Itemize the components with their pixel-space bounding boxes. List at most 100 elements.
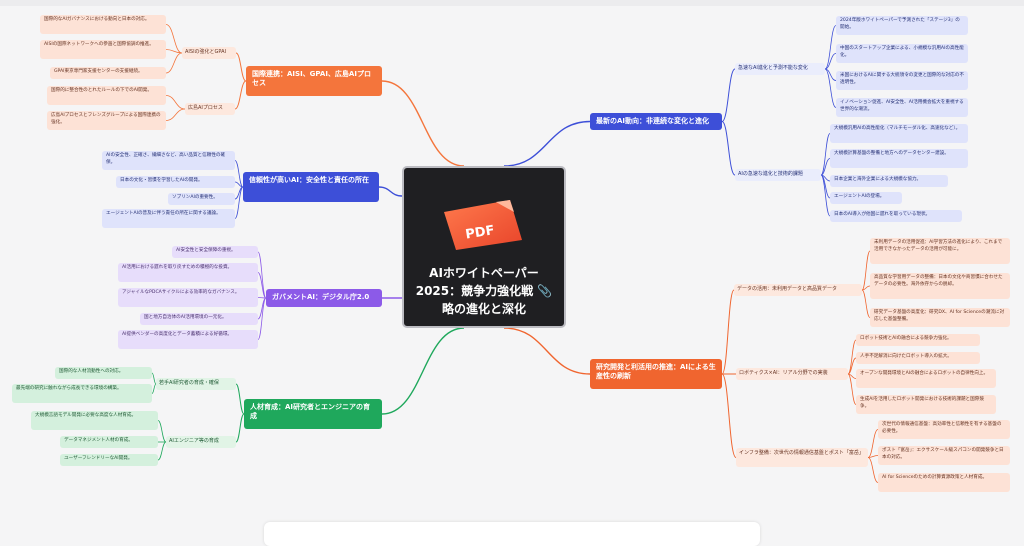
trend-tech-item-5[interactable]: 日本のAI導入が他国に遅れを取っている現状。 (830, 210, 962, 222)
branch-trend-node[interactable]: 最新のAI動向：非連続な変化と進化 (590, 113, 722, 130)
connector-gov-item-1 (257, 251, 267, 299)
connector-trend-tech (721, 121, 736, 176)
trust-item-1[interactable]: AIの安全性、正確さ、繊細さなど、高い品質と信頼性の確保。 (102, 151, 235, 170)
connector-intl-aisi-item-2 (165, 49, 183, 54)
paperclip-icon[interactable]: 📎 (537, 284, 553, 298)
branch-trust-node[interactable]: 信頼性が高いAI：安全性と責任の所在 (243, 172, 379, 202)
connector-rnd-robotics-item-1 (847, 339, 857, 375)
connector-trend-change-item-4 (824, 68, 837, 108)
hr-young-item-1[interactable]: 国際的な人材流動性への対応。 (55, 367, 152, 379)
rnd-data-item-1[interactable]: 未利用データの活用促進：AI学習方法の進化により、これまで活用できなかったデータ… (870, 238, 1010, 264)
central-topic-node[interactable]: PDF AIホワイトペーパー 2025：競争力強化戦 📎 略の進化と深化 (402, 166, 566, 328)
hr-group-engineers[interactable]: AIエンジニア等の育成 (166, 436, 236, 448)
trend-tech-item-3[interactable]: 日本企業と海外企業による大規模な協力。 (830, 175, 948, 187)
trust-item-2[interactable]: 日本の文化・習慣を学習したAIの開発。 (116, 176, 235, 188)
gov-item-4[interactable]: 国と地方自治体のAI活用環境の一元化。 (140, 313, 258, 325)
trend-change-item-1[interactable]: 2024年版ホワイトペーパーで予測された「ステージ3」の開始。 (836, 16, 968, 35)
trend-change-item-3[interactable]: 米国におけるAIに関する大統領令の変更と国際的な対応の不透明性。 (836, 71, 968, 90)
trend-group-rapid-change[interactable]: 急速なAI進化と予測不能な変化 (735, 63, 825, 75)
rnd-group-data[interactable]: データの活用：未利用データと高品質データ (734, 284, 862, 296)
connector-gov-item-2 (257, 272, 267, 299)
connector-branch-intl-node (381, 80, 465, 167)
connector-rnd-infra (721, 373, 737, 458)
connector-intl-hiroshima-item-2 (165, 108, 186, 121)
connector-trend-tech-item-5 (820, 174, 831, 217)
intl-aisi-item-3[interactable]: GPAI東京専門家支援センターの支援継続。 (50, 67, 166, 79)
pdf-icon-label: PDF (464, 223, 495, 242)
trend-tech-item-2[interactable]: 大規模計算基盤の整備と地方へのデータセンター建設。 (830, 149, 968, 168)
intl-aisi-item-1[interactable]: 国際的なAIガバナンスにおける動向と日本の対応。 (40, 15, 166, 34)
branch-intl-node[interactable]: 国際連携：AISI、GPAI、広島AIプロセス (246, 66, 382, 96)
connector-trust-item-4 (234, 186, 244, 219)
branch-rnd-node[interactable]: 研究開発と利活用の推進：AIによる生産性の刷新 (590, 359, 722, 389)
connector-intl-hiroshima (234, 80, 247, 110)
connector-trust-item-1 (234, 160, 244, 188)
rnd-group-infra[interactable]: インフラ整備：次世代の情報通信基盤とポスト「富岳」 (736, 448, 868, 467)
hr-group-young-researchers[interactable]: 若手AI研究者の育成・確保 (156, 378, 236, 390)
hr-eng-item-2[interactable]: データマネジメント人材の育成。 (60, 436, 158, 448)
top-toolbar-strip (0, 0, 1024, 6)
rnd-robotics-item-3[interactable]: オープンな開発環境とAIの融合によるロボットの自律性向上。 (856, 369, 996, 388)
trend-group-tech-issues[interactable]: AIの急速な進化と技術的課題 (735, 169, 821, 181)
branch-gov-node[interactable]: ガバメントAI：デジタル庁2.0 (266, 289, 382, 307)
connector-trend-change-item-2 (824, 53, 837, 70)
gov-item-3[interactable]: アジャイルなPDCAサイクルによる効率的なガバナンス。 (118, 288, 258, 307)
connector-branch-trust-node (378, 186, 403, 197)
connector-rnd-robotics-item-3 (847, 373, 857, 379)
connector-intl-aisi-item-3 (165, 52, 183, 74)
rnd-robotics-item-2[interactable]: 人手不足解消に向けたロボット導入の拡大。 (856, 352, 980, 364)
trend-change-item-4[interactable]: イノベーション促進、AI安全性、AI活用機会拡大を重視する世界的な潮流。 (836, 98, 968, 117)
connector-rnd-data-item-1 (861, 250, 871, 291)
gov-item-1[interactable]: AI安全性と安全保障の重視。 (172, 246, 258, 258)
rnd-data-item-2[interactable]: 高品質な学習用データの整備：日本の文化や商習慣に合わせたデータの必要性。海外依存… (870, 273, 1010, 299)
connector-hr-eng-item-1 (157, 420, 167, 443)
rnd-infra-item-3[interactable]: AI for Scienceのための計算資源政策と人材育成。 (878, 473, 1010, 492)
connector-rnd-data-item-2 (861, 285, 871, 291)
intl-group-hiroshima[interactable]: 広島AIプロセス (185, 103, 235, 115)
central-topic-title: AIホワイトペーパー 2025：競争力強化戦 📎 略の進化と深化 (410, 264, 558, 318)
hr-eng-item-1[interactable]: 大規模言語モデル開発に必要な高度な人材育成。 (31, 411, 158, 430)
connector-hr-eng (235, 413, 245, 443)
intl-hiroshima-item-2[interactable]: 広島AIプロセスとフレンズグループによる国際連携の強化。 (47, 111, 166, 130)
trend-tech-item-4[interactable]: エージェントAIの登場。 (830, 192, 902, 204)
connector-branch-rnd-node (503, 327, 591, 375)
trend-change-item-2[interactable]: 中国のスタートアップ企業による、小規模な汎用AIの高性能化。 (836, 44, 968, 63)
connector-branch-trend-node (503, 120, 591, 167)
rnd-data-item-3[interactable]: 研究データ基盤の高度化：研究DX、AI for Scienceの潮流に対応した基… (870, 308, 1010, 327)
gov-item-5[interactable]: AI提供ベンダーの高度化とデータ蓄積による好循環。 (118, 330, 258, 349)
trend-tech-item-1[interactable]: 大規模汎用AIの高性能化（マルチモーダル化、高速化など）。 (830, 124, 968, 143)
branch-hr-node[interactable]: 人材育成：AI研究者とエンジニアの育成 (244, 399, 382, 429)
connector-hr-young-item-2 (151, 383, 157, 394)
central-title-line-2: 2025：競争力強化戦 📎 (415, 284, 553, 298)
central-title-line-1: AIホワイトペーパー (429, 266, 539, 280)
rnd-robotics-item-4[interactable]: 生成AIを活用したロボット開発における技術的課題と国際競争。 (856, 395, 996, 414)
rnd-group-robotics[interactable]: ロボティクス×AI：リアル分野での実装 (736, 368, 848, 380)
intl-hiroshima-item-1[interactable]: 国際的に整合性のとれたルールの下でのAI開発。 (47, 86, 166, 105)
trust-item-4[interactable]: エージェントAIの普及に伴う責任の所在に関する議論。 (102, 209, 235, 228)
connector-gov-item-5 (257, 297, 267, 340)
hr-eng-item-3[interactable]: ユーザーフレンドリーなAI開発。 (60, 454, 158, 466)
connector-branch-hr-node (381, 327, 465, 415)
connector-rnd-robotics-item-4 (847, 373, 857, 405)
bottom-panel[interactable] (264, 522, 760, 546)
hr-young-item-2[interactable]: 最先端の研究に触れながら成長できる環境の構築。 (12, 384, 152, 403)
connector-rnd-infra-item-1 (867, 429, 879, 458)
rnd-infra-item-1[interactable]: 次世代の情報通信基盤：高効率性と信頼性を有する基盤の必要性。 (878, 420, 1010, 439)
intl-aisi-item-2[interactable]: AISIの国際ネットワークへの参画と国際協調の推進。 (40, 40, 166, 59)
connector-rnd-data (721, 289, 735, 375)
connector-trend-tech-item-1 (820, 133, 831, 176)
connector-intl-aisi (235, 52, 247, 82)
connector-hr-young-item-1 (151, 372, 157, 385)
connector-trend-change (721, 68, 736, 122)
rnd-infra-item-2[interactable]: ポスト「富岳」：エクサスケール級スパコンの開発競争と日本の対応。 (878, 446, 1010, 465)
connector-rnd-data-item-3 (861, 289, 871, 318)
connector-hr-eng-item-3 (157, 441, 167, 461)
intl-group-aisi[interactable]: AISIの強化とGPAI (182, 47, 236, 59)
rnd-robotics-item-1[interactable]: ロボット技術とAIの融合による競争力強化。 (856, 334, 980, 346)
gov-item-2[interactable]: AI活用における遅れを取り戻すための積極的な投資。 (118, 263, 258, 282)
connector-gov-item-3 (257, 297, 267, 299)
pdf-file-icon: PDF (444, 200, 522, 250)
trust-item-3[interactable]: ソブリンAIの重要性。 (168, 193, 235, 205)
